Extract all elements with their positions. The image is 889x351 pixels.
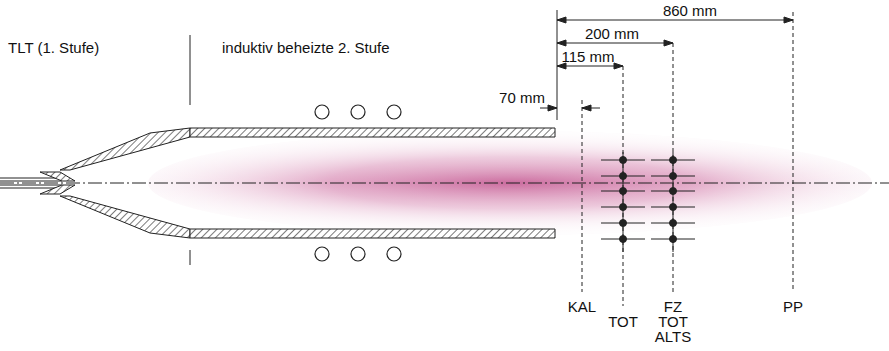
diagram-label: 70 mm bbox=[499, 90, 545, 105]
diagram-label: TOT bbox=[658, 314, 688, 329]
diagram-label: 860 mm bbox=[663, 3, 717, 18]
diagram-label: KAL bbox=[568, 299, 596, 314]
diagram-label: TOT bbox=[608, 314, 638, 329]
diagram-label: 115 mm bbox=[561, 49, 614, 64]
diagram-label: 200 mm bbox=[585, 26, 639, 41]
diagram-label: FZ bbox=[664, 299, 682, 314]
diagram-label: TLT (1. Stufe) bbox=[8, 40, 99, 55]
diagram-label: PP bbox=[783, 299, 803, 314]
diagram-label: induktiv beheizte 2. Stufe bbox=[222, 40, 390, 55]
diagram-label: ALTS bbox=[655, 329, 691, 344]
